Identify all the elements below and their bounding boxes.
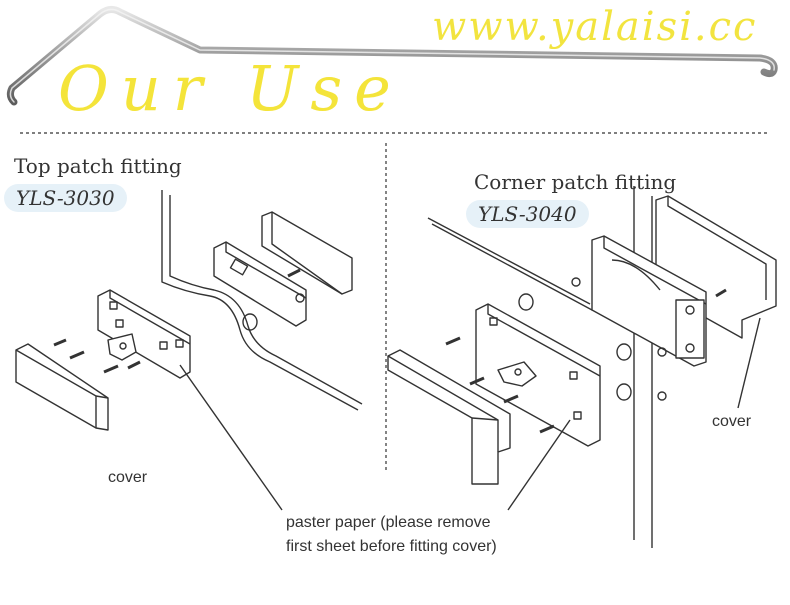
top-patch-model-badge: YLS-3030 bbox=[4, 184, 127, 212]
top-patch-title: Top patch fitting bbox=[14, 154, 182, 178]
top-patch-drawing bbox=[15, 190, 363, 511]
chrome-rail-graphic bbox=[6, 5, 778, 106]
corner-cover-label: cover bbox=[712, 413, 752, 430]
site-url: www.yalaisi.cc bbox=[432, 4, 758, 50]
paster-note-line1: paster paper (please remove bbox=[286, 514, 491, 531]
page-title: Our Use bbox=[58, 52, 403, 125]
top-cover-label: cover bbox=[108, 469, 148, 486]
corner-patch-title: Corner patch fitting bbox=[474, 170, 677, 194]
corner-patch-drawing bbox=[387, 186, 777, 548]
corner-patch-model-badge: YLS-3040 bbox=[466, 200, 589, 228]
paster-note-line2: first sheet before fitting cover) bbox=[286, 538, 497, 555]
